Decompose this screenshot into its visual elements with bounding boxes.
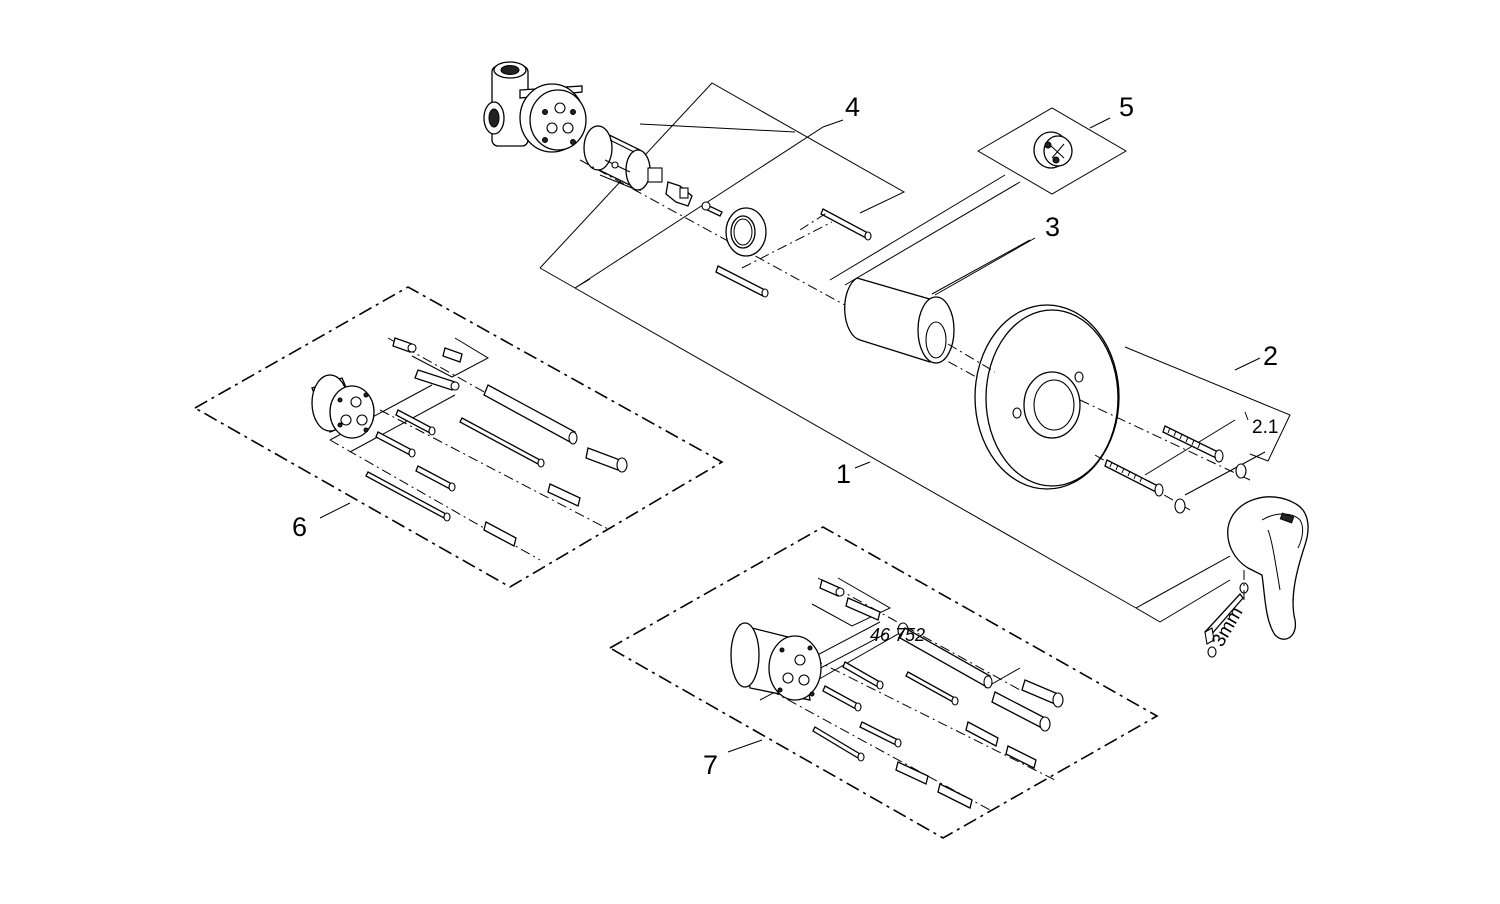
cartridge-7 [730, 622, 822, 701]
callout-2-1: 2.1 [1252, 417, 1278, 438]
hex-key-tool: 3mm [1204, 592, 1247, 651]
rosette-plate-part [947, 304, 1120, 490]
callout-3: 3 [1045, 212, 1060, 242]
grub-screw-part [1207, 570, 1249, 658]
callout-1: 1 [836, 459, 851, 489]
rosette-screw-lower-part [1104, 459, 1164, 497]
lever-handle-part [1227, 496, 1309, 640]
screws-group-2 [1079, 399, 1251, 514]
part-number-label: 46 752 [870, 625, 925, 645]
callout-4: 4 [845, 92, 860, 122]
adapter-part [665, 181, 693, 207]
group-7 [608, 526, 1159, 839]
callout-5: 5 [1119, 92, 1134, 122]
callout-labels: 1 2 2.1 3 4 5 6 7 46 752 [292, 92, 1278, 780]
cartridge-disc-6 [311, 374, 375, 439]
washer-upper-part [1235, 463, 1247, 479]
long-screw-upper-part [820, 208, 872, 241]
valve-body-part [483, 61, 587, 153]
small-screw-part [701, 201, 723, 217]
rosette-screw-upper-part [1162, 425, 1224, 463]
flange-ring-part [725, 207, 767, 257]
callout-2: 2 [1263, 341, 1278, 371]
small-parts-group-4 [579, 159, 1001, 391]
cartridge-cap-part [1033, 131, 1073, 169]
sleeve-part [844, 239, 1031, 364]
leader-line-2 [1124, 346, 1291, 496]
long-screw-lower-part [715, 265, 769, 298]
leader-line-1 [574, 287, 1231, 623]
small-parts-6 [365, 337, 628, 547]
leader-line-5 [829, 174, 1021, 286]
group-6 [193, 286, 724, 588]
callout-6: 6 [292, 512, 307, 542]
group-5 [977, 107, 1127, 195]
leader-line-3 [934, 237, 1036, 296]
cartridge-part [583, 125, 663, 192]
washer-lower-part [1174, 498, 1186, 514]
callout-7: 7 [703, 750, 718, 780]
small-parts-7 [812, 579, 1064, 809]
